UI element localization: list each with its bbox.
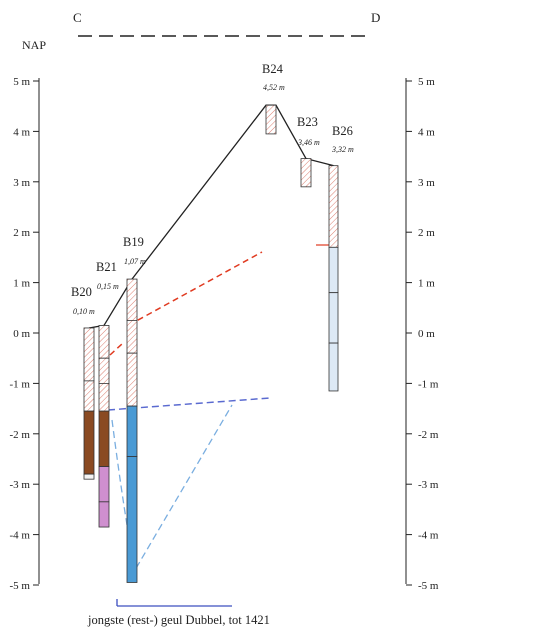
- borehole-segment: [265, 104, 277, 135]
- borehole-segment: [126, 352, 138, 407]
- left-axis-tick-label: 1 m: [13, 278, 30, 290]
- red-dashed-contact: [109, 342, 124, 356]
- borehole-segment: [98, 501, 110, 528]
- borehole-segment: [126, 405, 138, 457]
- right-depth-axis: 5 m 4 m 3 m 2 m 1 m 0 m -1 m -2 m -3 m -4 m -5 m: [405, 76, 439, 592]
- right-axis-tick-label: -2 m: [418, 429, 439, 441]
- borehole-segment: [328, 246, 339, 294]
- borehole-segment: [98, 382, 110, 412]
- borehole-id-label: B26: [332, 124, 353, 138]
- right-axis-tick-label: 3 m: [418, 177, 435, 189]
- borehole-segment: [83, 327, 95, 382]
- borehole-segment: [328, 165, 339, 248]
- section-end-label: D: [371, 10, 380, 25]
- left-axis-tick-label: -1 m: [10, 378, 31, 390]
- red-dashed-contact-upper: [128, 251, 263, 326]
- left-axis-tick-label: -4 m: [10, 530, 31, 542]
- borehole-elevation-label: 4,52 m: [263, 83, 285, 92]
- nap-datum-label: NAP: [22, 38, 46, 52]
- borehole-id-label: B23: [297, 115, 318, 129]
- left-axis-tick-label: -3 m: [10, 479, 31, 491]
- left-axis-tick-label: 0 m: [13, 328, 30, 340]
- borehole-segment: [98, 357, 110, 384]
- borehole-id-label: B19: [123, 235, 144, 249]
- left-axis-tick-label: 4 m: [13, 126, 30, 138]
- borehole-segment: [126, 319, 138, 354]
- borehole-b19: B19 1,07 m: [123, 235, 146, 583]
- borehole-b24: B24 4,52 m: [262, 62, 285, 135]
- channel-caption: jongste (rest-) geul Dubbel, tot 1421: [87, 613, 270, 627]
- borehole-elevation-label: 0,10 m: [73, 307, 95, 316]
- borehole-segment: [98, 410, 110, 467]
- section-start-label: C: [73, 10, 82, 25]
- borehole-segment: [328, 342, 339, 392]
- borehole-segment: [126, 278, 138, 321]
- borehole-b20: B20 0,10 m: [71, 285, 95, 480]
- left-axis-tick-label: 2 m: [13, 227, 30, 239]
- right-axis-tick-label: 1 m: [418, 278, 435, 290]
- borehole-id-label: B20: [71, 285, 92, 299]
- borehole-b21: B21 0,15 m: [96, 260, 119, 528]
- right-axis-tick-label: -1 m: [418, 378, 439, 390]
- borehole-segment: [98, 466, 110, 503]
- borehole-elevation-label: 3,46 m: [297, 138, 320, 147]
- borehole-elevation-label: 1,07 m: [124, 257, 146, 266]
- borehole-id-label: B24: [262, 62, 284, 76]
- borehole-segment: [83, 473, 95, 480]
- ground-surface-profile: [88, 104, 334, 329]
- borehole-elevation-label: 3,32 m: [331, 145, 354, 154]
- right-axis-tick-label: -3 m: [418, 479, 439, 491]
- boreholes: B20 0,10 m B21 0,15 m B19 1,07 m B24 4,52 m B23 3…: [71, 62, 354, 583]
- borehole-id-label: B21: [96, 260, 117, 274]
- right-axis-tick-label: 2 m: [418, 227, 435, 239]
- interpretation-lines: [107, 244, 330, 572]
- left-axis-tick-label: 3 m: [13, 177, 30, 189]
- borehole-b23: B23 3,46 m: [297, 115, 320, 188]
- borehole-b26: B26 3,32 m: [328, 124, 354, 392]
- left-axis-tick-label: 5 m: [13, 76, 30, 88]
- borehole-segment: [83, 380, 95, 412]
- left-depth-axis: 5 m 4 m 3 m 2 m 1 m 0 m -1 m -2 m -3 m -4 m -5 m: [10, 76, 40, 592]
- borehole-segment: [328, 292, 339, 344]
- right-axis-tick-label: 5 m: [418, 76, 435, 88]
- borehole-segment: [126, 456, 138, 583]
- right-axis-tick-label: 4 m: [418, 126, 435, 138]
- right-axis-tick-label: -5 m: [418, 580, 439, 592]
- borehole-segment: [83, 410, 95, 475]
- borehole-segment: [98, 325, 110, 359]
- right-axis-tick-label: -4 m: [418, 530, 439, 542]
- left-axis-tick-label: -5 m: [10, 580, 31, 592]
- right-axis-tick-label: 0 m: [418, 328, 435, 340]
- borehole-elevation-label: 0,15 m: [97, 282, 119, 291]
- left-axis-tick-label: -2 m: [10, 429, 31, 441]
- borehole-segment: [300, 158, 312, 188]
